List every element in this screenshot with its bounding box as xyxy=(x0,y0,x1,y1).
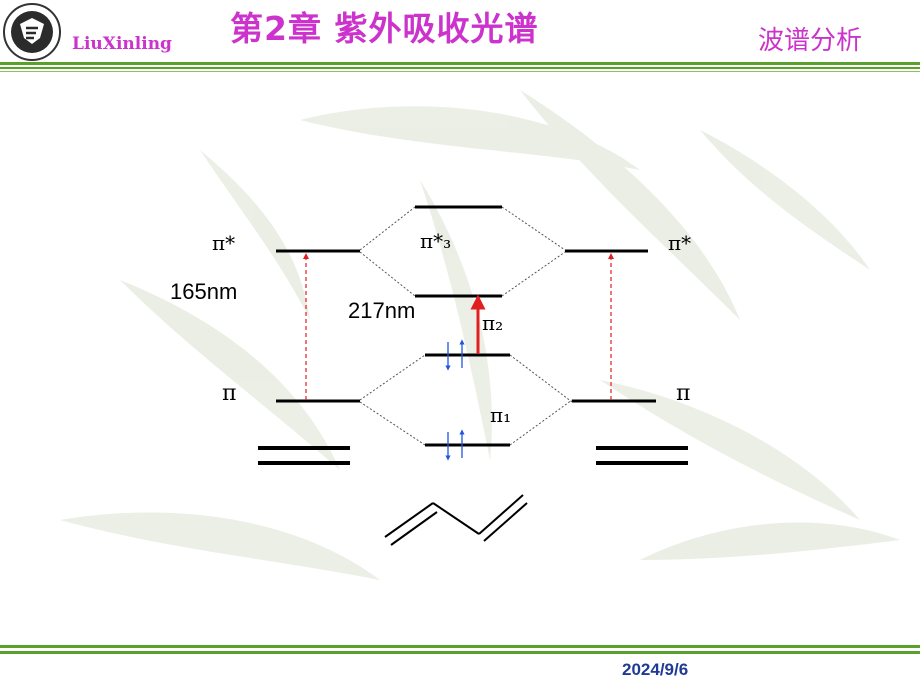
page-title: 第2章 紫外吸收光谱 xyxy=(230,9,539,48)
pi1-electron-pair xyxy=(445,429,465,461)
footer-divider-top xyxy=(0,645,920,648)
right-pi-star-label: π* xyxy=(668,231,691,255)
course-name: 波谱分析 xyxy=(758,26,863,56)
slide-header: LiuXinling 第2章 紫外吸收光谱 波谱分析 xyxy=(0,0,920,70)
center-pi-star3-label: π*₃ xyxy=(420,229,451,253)
wavelength-165-label: 165nm xyxy=(170,279,237,304)
left-pi-label: π xyxy=(222,381,236,406)
wavelength-217-label: 217nm xyxy=(348,298,415,323)
university-logo-icon xyxy=(3,3,61,61)
left-pi-star-label: π* xyxy=(212,231,235,255)
header-divider-top xyxy=(0,62,920,65)
correlation-lines xyxy=(359,206,573,446)
right-pi-label: π xyxy=(676,381,690,406)
header-divider-bottom xyxy=(0,71,920,72)
header-divider-mid xyxy=(0,67,920,69)
center-pi1-label: π₁ xyxy=(490,403,511,427)
center-pi2-label: π₂ xyxy=(482,311,503,335)
butadiene-structure xyxy=(384,494,528,546)
pi2-electron-pair xyxy=(445,339,465,371)
slide-date: 2024/9/6 xyxy=(622,660,689,679)
author-name: LiuXinling xyxy=(72,34,172,54)
footer-divider-bottom xyxy=(0,651,920,654)
